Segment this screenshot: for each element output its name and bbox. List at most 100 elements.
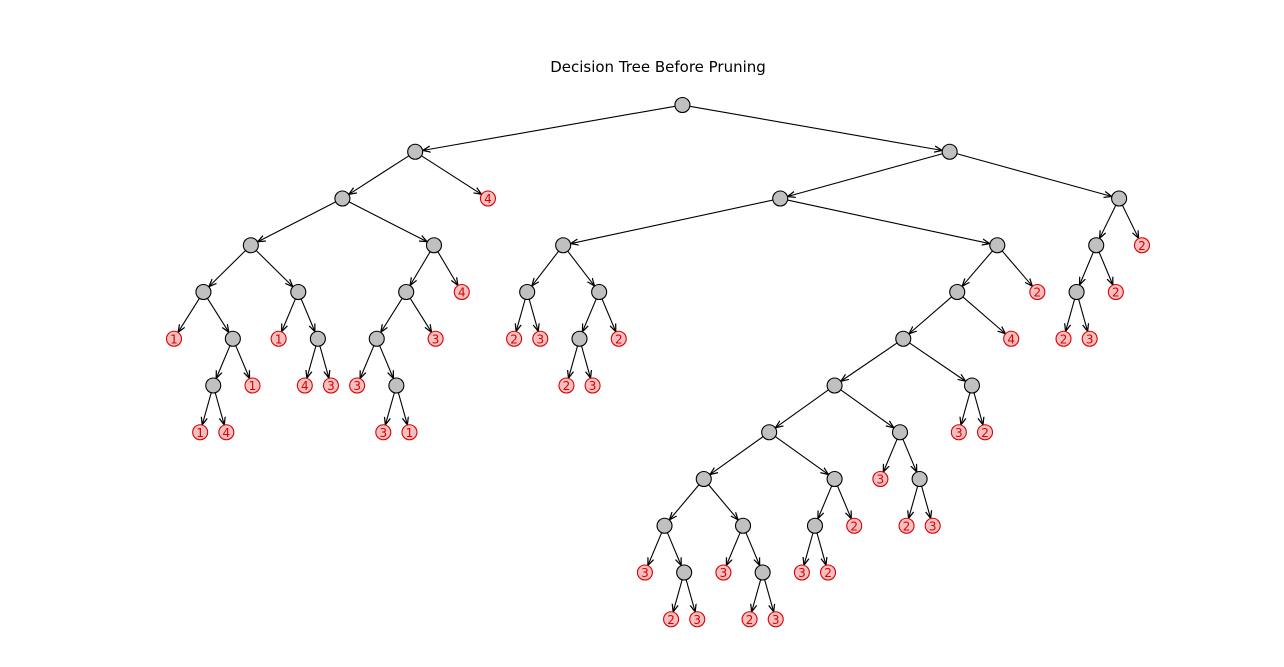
leaf-node: 1 bbox=[244, 377, 261, 394]
leaf-class-label: 2 bbox=[981, 426, 989, 440]
leaf-class-label: 4 bbox=[301, 379, 309, 393]
decision-node bbox=[388, 377, 405, 394]
leaf-class-label: 2 bbox=[903, 519, 911, 533]
leaf-class-label: 4 bbox=[458, 286, 466, 300]
decision-node bbox=[826, 470, 843, 488]
tree-edge bbox=[840, 389, 894, 428]
leaf-class-label: 2 bbox=[563, 379, 571, 393]
leaf-node: 2 bbox=[898, 517, 915, 534]
leaf-node-circle bbox=[872, 470, 889, 488]
decision-node bbox=[754, 564, 771, 581]
tree-edge bbox=[397, 392, 407, 425]
leaf-node: 3 bbox=[715, 564, 732, 581]
leaf-class-label: 3 bbox=[353, 379, 361, 393]
tree-edge bbox=[909, 486, 919, 518]
tree-edge bbox=[1001, 250, 1032, 286]
leaf-node: 2 bbox=[976, 424, 994, 441]
tree-edge bbox=[764, 579, 774, 612]
tree-edge bbox=[379, 345, 394, 378]
tree-edge bbox=[410, 251, 431, 285]
leaf-class-label: 1 bbox=[170, 332, 178, 346]
decision-node bbox=[425, 237, 443, 254]
leaf-node: 3 bbox=[924, 517, 941, 534]
decision-node-circle bbox=[772, 190, 789, 207]
tree-edge bbox=[836, 485, 852, 518]
leaf-node: 2 bbox=[1133, 237, 1151, 254]
leaf-class-label: 4 bbox=[1007, 332, 1015, 346]
leaf-class-label: 2 bbox=[667, 613, 675, 627]
leaf-node: 3 bbox=[793, 564, 810, 581]
leaf-class-label: 3 bbox=[772, 613, 780, 627]
tree-edge bbox=[804, 532, 814, 565]
leaf-class-label: 2 bbox=[615, 332, 623, 346]
leaf-class-label: 2 bbox=[824, 566, 832, 580]
leaf-node-circle bbox=[1081, 330, 1098, 347]
leaf-node: 3 bbox=[427, 330, 444, 347]
leaf-node-circle bbox=[506, 330, 523, 347]
leaf-node: 4 bbox=[218, 424, 235, 441]
tree-edge bbox=[569, 345, 579, 378]
leaf-node-circle bbox=[1107, 283, 1124, 301]
decision-node-circle bbox=[695, 470, 712, 488]
leaf-node-circle bbox=[793, 564, 810, 581]
leaf-node-circle bbox=[689, 611, 706, 628]
leaf-node-circle bbox=[270, 330, 287, 347]
tree-edge bbox=[348, 201, 427, 242]
decision-node bbox=[591, 283, 608, 301]
leaf-node-circle bbox=[427, 330, 444, 347]
tree-edge bbox=[209, 250, 246, 287]
leaf-node: 4 bbox=[1003, 330, 1020, 347]
leaf-node: 2 bbox=[819, 564, 837, 581]
decision-node-circle bbox=[224, 330, 241, 347]
leaf-class-label: 2 bbox=[510, 332, 518, 346]
decision-node-circle bbox=[195, 283, 212, 301]
tree-edge bbox=[752, 579, 762, 612]
decision-node-circle bbox=[656, 517, 673, 534]
leaf-node-circle bbox=[401, 424, 418, 441]
tree-edge bbox=[710, 436, 764, 475]
leaf-node: 3 bbox=[950, 424, 967, 441]
decision-node-circle bbox=[674, 96, 691, 114]
decision-node-circle bbox=[676, 564, 693, 581]
decision-node-circle bbox=[963, 377, 981, 394]
leaf-node: 3 bbox=[636, 564, 653, 581]
decision-node-circle bbox=[425, 237, 443, 254]
leaf-node: 2 bbox=[558, 377, 575, 394]
leaf-class-label: 2 bbox=[1034, 286, 1042, 300]
tree-edge bbox=[788, 153, 943, 197]
leaf-node: 3 bbox=[689, 611, 706, 628]
leaf-class-label: 3 bbox=[798, 566, 806, 580]
decision-node bbox=[941, 143, 958, 160]
tree-edge bbox=[962, 250, 993, 286]
decision-node-circle bbox=[519, 283, 536, 301]
tree-edge bbox=[689, 105, 942, 150]
leaf-class-label: 2 bbox=[746, 613, 754, 627]
tree-edge bbox=[962, 296, 1005, 334]
leaf-node: 3 bbox=[375, 424, 392, 441]
decision-node bbox=[407, 143, 424, 160]
decision-node bbox=[1111, 190, 1128, 207]
decision-node-circle bbox=[806, 517, 824, 534]
decision-node-circle bbox=[407, 143, 424, 160]
tree-edge bbox=[1080, 251, 1094, 284]
leaf-node-circle bbox=[479, 190, 497, 207]
leaf-node-circle bbox=[663, 611, 680, 628]
decision-node-circle bbox=[309, 330, 326, 347]
leaf-class-label: 3 bbox=[720, 566, 728, 580]
leaf-node-circle bbox=[819, 564, 837, 581]
leaf-node: 2 bbox=[1029, 283, 1046, 301]
decision-node bbox=[571, 330, 588, 347]
tree-edge bbox=[567, 250, 595, 285]
decision-node-circle bbox=[826, 470, 843, 488]
decision-node-circle bbox=[761, 424, 778, 441]
leaf-class-label: 1 bbox=[406, 426, 414, 440]
tree-edge bbox=[206, 298, 228, 332]
decision-node-circle bbox=[398, 283, 415, 301]
tree-edge bbox=[437, 251, 458, 285]
tree-edge bbox=[421, 155, 481, 194]
leaf-node: 2 bbox=[610, 330, 627, 347]
leaf-node: 3 bbox=[767, 611, 784, 628]
leaf-node-circle bbox=[898, 517, 915, 534]
leaf-node-circle bbox=[192, 424, 209, 441]
